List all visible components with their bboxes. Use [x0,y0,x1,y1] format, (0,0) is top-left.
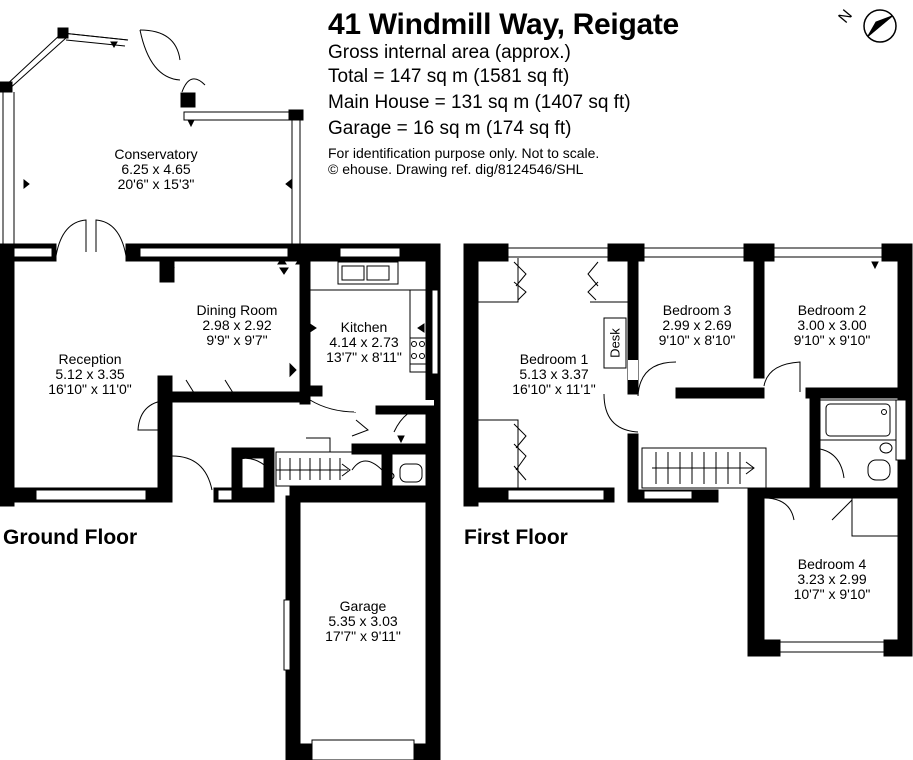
main-house-area: Main House = 131 sq m (1407 sq ft) [328,92,631,113]
kitchen-fittings [309,261,427,444]
property-title: 41 Windmill Way, Reigate [328,8,679,41]
room-imperial: 16'10" x 11'1" [512,381,596,397]
room-imperial: 10'7" x 9'10" [793,586,871,602]
room-name: Conservatory [114,146,198,162]
room-reception: Reception 5.12 x 3.35 16'10" x 11'0" [30,352,150,397]
room-metric: 5.12 x 3.35 [55,366,125,382]
room-bedroom-3: Bedroom 3 2.99 x 2.69 9'10" x 8'10" [640,303,754,348]
room-imperial: 9'9" x 9'7" [206,332,268,348]
ground-floor-walls [0,219,441,513]
room-imperial: 13'7" x 8'11" [326,349,402,365]
room-kitchen: Kitchen 4.14 x 2.73 13'7" x 8'11" [315,320,413,365]
room-bedroom-4: Bedroom 4 3.23 x 2.99 10'7" x 9'10" [770,557,894,602]
room-metric: 3.23 x 2.99 [797,571,867,587]
room-name: Bedroom 2 [797,302,867,318]
room-metric: 5.13 x 3.37 [519,366,589,382]
room-garage: Garage 5.35 x 3.03 17'7" x 9'11" [302,599,424,644]
desk: Desk [604,318,626,368]
drawing-reference: © ehouse. Drawing ref. dig/8124546/SHL [328,161,584,177]
room-name: Bedroom 1 [519,351,589,367]
ground-stairs [275,419,423,487]
compass-label: N [835,7,855,27]
room-name: Reception [58,351,122,367]
disclaimer-note: For identification purpose only. Not to … [328,145,600,161]
total-area: Total = 147 sq m (1581 sq ft) [328,66,570,87]
conservatory-walls [0,27,304,248]
room-imperial: 9'10" x 8'10" [658,332,736,348]
bathroom-fittings [819,399,907,481]
room-metric: 4.14 x 2.73 [329,334,399,350]
room-metric: 3.00 x 3.00 [797,317,867,333]
first-floor-stairs [641,447,767,489]
garage-walls [283,495,441,760]
gross-area-label: Gross internal area (approx.) [328,42,571,63]
room-bedroom-1: Bedroom 1 5.13 x 3.37 16'10" x 11'1" [494,352,614,397]
room-imperial: 17'7" x 9'11" [325,628,401,644]
wardrobes [477,258,628,488]
room-name: Bedroom 3 [662,302,732,318]
room-name: Bedroom 4 [797,556,867,572]
floor-label-ground: Ground Floor [3,526,138,549]
room-metric: 5.35 x 3.03 [328,613,398,629]
room-imperial: 9'10" x 9'10" [793,332,871,348]
room-metric: 2.98 x 2.92 [202,317,272,333]
desk-label: Desk [607,328,623,358]
room-conservatory: Conservatory 6.25 x 4.65 20'6" x 15'3" [96,147,216,192]
room-imperial: 16'10" x 11'0" [48,381,132,397]
garage-area: Garage = 16 sq m (174 sq ft) [328,118,572,139]
room-metric: 6.25 x 4.65 [121,161,191,177]
room-dining: Dining Room 2.98 x 2.92 9'9" x 9'7" [177,303,297,348]
room-name: Dining Room [196,302,278,318]
room-imperial: 20'6" x 15'3" [117,176,195,192]
floor-label-first: First Floor [464,526,568,549]
room-metric: 2.99 x 2.69 [662,317,732,333]
north-arrow-icon [863,9,897,43]
room-bedroom-2: Bedroom 2 3.00 x 3.00 9'10" x 9'10" [770,303,894,348]
room-name: Garage [339,598,387,614]
room-name: Kitchen [340,319,388,335]
